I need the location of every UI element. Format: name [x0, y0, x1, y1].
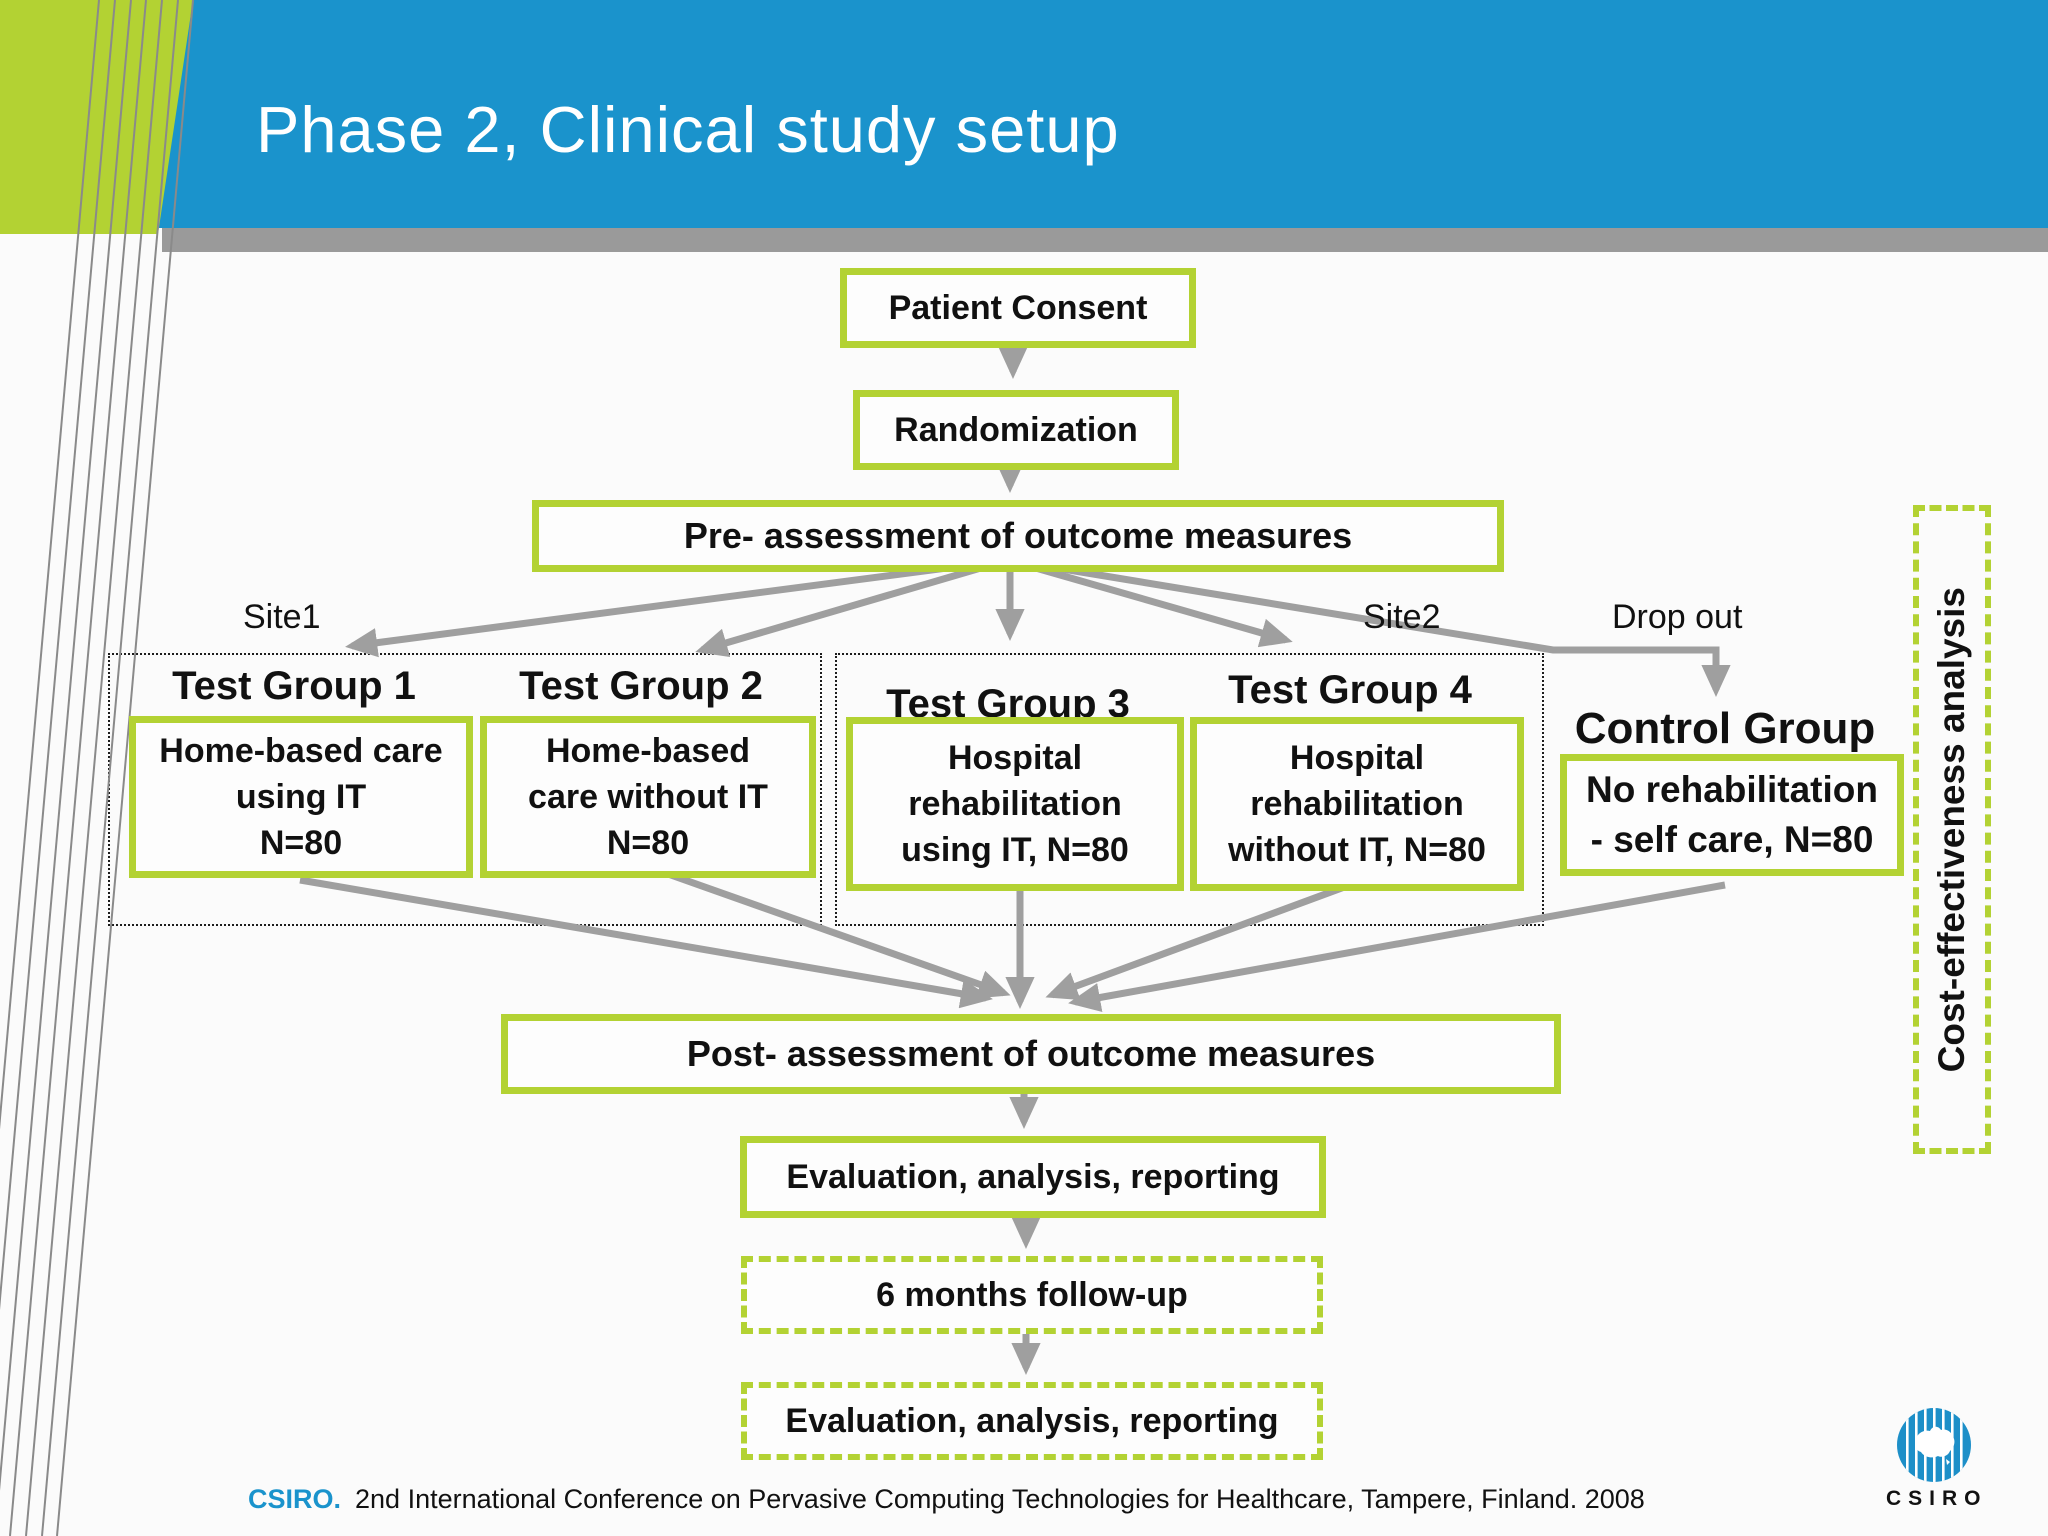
test-group-2-box: Home-based care without IT N=80	[480, 716, 816, 878]
test-group-1-box: Home-based care using IT N=80	[129, 716, 473, 878]
post-assessment-label: Post- assessment of outcome measures	[686, 1033, 1376, 1074]
footer-text: 2nd International Conference on Pervasiv…	[355, 1484, 1645, 1514]
header-band	[150, 0, 2048, 228]
pre-assessment-box: Pre- assessment of outcome measures	[532, 500, 1504, 572]
site2-label: Site2	[1363, 598, 1441, 636]
test-group-1-heading: Test Group 1	[172, 664, 416, 708]
site2-container	[835, 653, 1544, 926]
evaluation-label: Evaluation, analysis, reporting	[786, 1157, 1280, 1196]
footer: CSIRO. 2nd International Conference on Pe…	[248, 1484, 1645, 1515]
site1-label: Site1	[243, 598, 321, 636]
test-group-2-body: Home-based care without IT N=80	[528, 732, 768, 862]
randomization-label: Randomization	[894, 410, 1138, 449]
csiro-logo-label: CSIRO	[1886, 1487, 1988, 1510]
evaluation2-label: Evaluation, analysis, reporting	[785, 1401, 1279, 1440]
randomization-box: Randomization	[853, 390, 1179, 470]
test-group-4-box: Hospital rehabilitation without IT, N=80	[1190, 717, 1524, 891]
followup-box: 6 months follow-up	[741, 1256, 1323, 1334]
post-assessment-box: Post- assessment of outcome measures	[501, 1014, 1561, 1094]
cost-effectiveness-box: Cost-effectiveness analysis	[1913, 505, 1991, 1154]
page-title: Phase 2, Clinical study setup	[256, 93, 1120, 166]
test-group-4-heading: Test Group 4	[1228, 668, 1472, 712]
test-group-2-heading: Test Group 2	[519, 664, 763, 708]
evaluation2-box: Evaluation, analysis, reporting	[741, 1382, 1323, 1460]
followup-label: 6 months follow-up	[876, 1275, 1188, 1314]
test-group-3-body: Hospital rehabilitation using IT, N=80	[901, 739, 1129, 869]
cost-effectiveness-label: Cost-effectiveness analysis	[1931, 586, 1972, 1073]
control-group-heading: Control Group	[1574, 704, 1876, 753]
test-group-4-body: Hospital rehabilitation without IT, N=80	[1228, 739, 1486, 869]
dropout-label: Drop out	[1612, 598, 1743, 636]
pre-assessment-label: Pre- assessment of outcome measures	[683, 515, 1353, 556]
test-group-1-body: Home-based care using IT N=80	[159, 732, 443, 862]
csiro-logo-icon	[1897, 1408, 1971, 1482]
patient-consent-label: Patient Consent	[888, 288, 1148, 327]
patient-consent-box: Patient Consent	[840, 268, 1196, 348]
header-gray-strip	[162, 228, 2048, 252]
footer-brand: CSIRO.	[248, 1484, 342, 1514]
evaluation-box: Evaluation, analysis, reporting	[740, 1136, 1326, 1218]
test-group-3-box: Hospital rehabilitation using IT, N=80	[846, 717, 1184, 891]
control-group-body: No rehabilitation - self care, N=80	[1586, 769, 1878, 860]
control-group-box: No rehabilitation - self care, N=80	[1560, 754, 1904, 876]
